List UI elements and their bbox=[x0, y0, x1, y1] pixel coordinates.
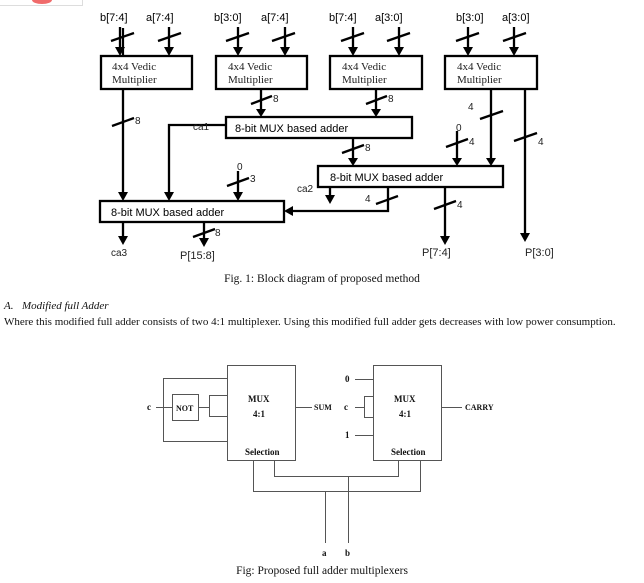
input-c-label: c bbox=[147, 402, 151, 412]
section-paragraph: Where this modified full adder consists … bbox=[4, 316, 616, 328]
mult2-label-line2: Multiplier bbox=[228, 74, 273, 86]
bus-width-label: 4 bbox=[468, 102, 474, 113]
figure2-caption: Fig: Proposed full adder multiplexers bbox=[236, 565, 408, 577]
input-label-b4: b[3:0] bbox=[456, 12, 484, 24]
adder1-label: 8-bit MUX based adder bbox=[235, 123, 348, 135]
mux1-label: MUX bbox=[248, 394, 270, 404]
mult2-label-line1: 4x4 Vedic bbox=[228, 61, 272, 73]
mux-adder-3 bbox=[98, 199, 286, 224]
bus-width-label: 8 bbox=[215, 228, 221, 239]
logo-icon bbox=[32, 0, 52, 4]
header-logo-frame bbox=[0, 0, 83, 6]
adder2-label: 8-bit MUX based adder bbox=[330, 172, 443, 184]
mux-adder-2 bbox=[316, 164, 505, 189]
input-label-a2: a[7:4] bbox=[261, 12, 289, 24]
mult1-label-line2: Multiplier bbox=[112, 74, 157, 86]
output-p3-0: P[3:0] bbox=[525, 247, 554, 259]
mux2-box bbox=[373, 365, 442, 461]
figure1-caption: Fig. 1: Block diagram of proposed method bbox=[224, 273, 420, 285]
section-number: A. bbox=[4, 300, 14, 312]
sum-label: SUM bbox=[314, 403, 332, 412]
mult4-label-line2: Multiplier bbox=[457, 74, 502, 86]
mux1-box bbox=[227, 365, 296, 461]
section-heading: A. Modified full Adder bbox=[4, 300, 109, 312]
section-title: Modified full Adder bbox=[22, 300, 109, 312]
mux2-ratio: 4:1 bbox=[399, 409, 411, 419]
bus-width-label: 8 bbox=[365, 143, 371, 154]
const-1-label: 1 bbox=[345, 430, 350, 440]
mux1-selection-label: Selection bbox=[245, 447, 280, 457]
vedic-multiplier-4 bbox=[443, 54, 539, 91]
vedic-multiplier-3 bbox=[328, 54, 424, 91]
bus-width-label: 4 bbox=[365, 194, 371, 205]
const-zero-label: 0 bbox=[237, 162, 243, 173]
mux2-label: MUX bbox=[394, 394, 416, 404]
bus-width-label: 3 bbox=[250, 174, 256, 185]
mux-adder-1 bbox=[224, 115, 414, 140]
figure2-full-adder-diagram: MUX 4:1 Selection MUX 4:1 Selection NOT … bbox=[147, 365, 494, 558]
mult3-label-line1: 4x4 Vedic bbox=[342, 61, 386, 73]
const-0-label: 0 bbox=[345, 374, 350, 384]
input-label-a3: a[3:0] bbox=[375, 12, 403, 24]
carry-output-label: CARRY bbox=[465, 403, 494, 412]
vedic-multiplier-2 bbox=[214, 54, 309, 91]
input-label-b3: b[7:4] bbox=[329, 12, 357, 24]
mux2-input-c-label: c bbox=[344, 402, 348, 412]
input-label-a1: a[7:4] bbox=[146, 12, 174, 24]
bus-width-label: 4 bbox=[469, 137, 475, 148]
bus-width-label: 8 bbox=[135, 116, 141, 127]
vedic-multiplier-1 bbox=[99, 54, 194, 91]
mux1-ratio: 4:1 bbox=[253, 409, 265, 419]
const-zero-label: 0 bbox=[456, 123, 462, 134]
input-label-b2: b[3:0] bbox=[214, 12, 242, 24]
output-p15-8: P[15:8] bbox=[180, 250, 215, 262]
input-label-a4: a[3:0] bbox=[502, 12, 530, 24]
bus-width-label: 4 bbox=[457, 200, 463, 211]
mult4-label-line1: 4x4 Vedic bbox=[457, 61, 501, 73]
figure1-block-diagram: b[7:4] a[7:4] b[3:0] a[7:4] b[7:4] a[3:0… bbox=[98, 12, 554, 262]
carry-label-ca3: ca3 bbox=[111, 248, 128, 259]
input-b-label: b bbox=[345, 548, 350, 558]
output-p7-4: P[7:4] bbox=[422, 247, 451, 259]
bus-width-label: 8 bbox=[273, 94, 279, 105]
input-label-b1: b[7:4] bbox=[100, 12, 128, 24]
bus-width-label: 4 bbox=[538, 137, 544, 148]
mux2-selection-label: Selection bbox=[391, 447, 426, 457]
bus-width-label: 8 bbox=[388, 94, 394, 105]
carry-label-ca2: ca2 bbox=[297, 184, 314, 195]
adder3-label: 8-bit MUX based adder bbox=[111, 207, 224, 219]
mult1-label-line1: 4x4 Vedic bbox=[112, 61, 156, 73]
input-a-label: a bbox=[322, 548, 327, 558]
not-gate-label: NOT bbox=[176, 404, 194, 413]
not-gate-box bbox=[172, 394, 199, 421]
mult3-label-line2: Multiplier bbox=[342, 74, 387, 86]
carry-label-ca1: ca1 bbox=[193, 122, 210, 133]
